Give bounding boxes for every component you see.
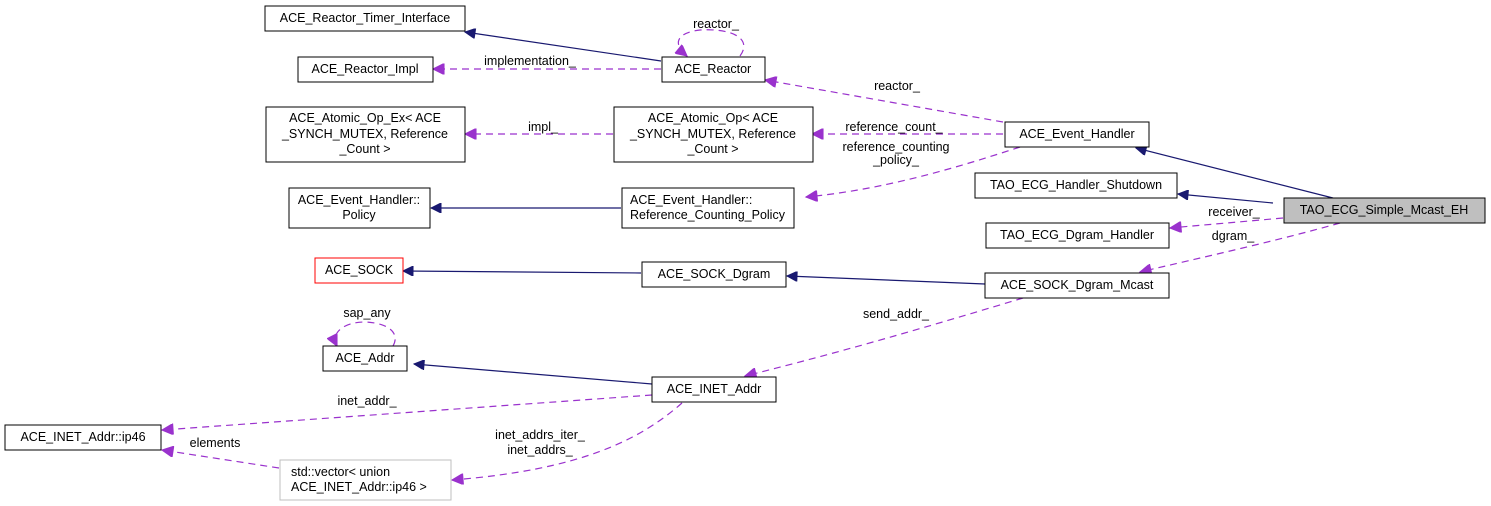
node-label: ACE_SOCK (325, 263, 394, 277)
edge-reactor-inherits-timer-interface (465, 32, 662, 62)
node-ace-atomic-op[interactable]: ACE_Atomic_Op< ACE _SYNCH_MUTEX, Referen… (613, 106, 814, 163)
edge-labels: reactor_ implementation_ reactor_ impl_ … (190, 17, 1261, 457)
edge-simple-mcast-receiver (1170, 217, 1284, 228)
node-ace-reactor[interactable]: ACE_Reactor (661, 56, 766, 83)
edge-dgram-mcast-inherits-sock-dgram (787, 276, 986, 285)
node-ace-atomic-op-ex[interactable]: ACE_Atomic_Op_Ex< ACE _SYNCH_MUTEX, Refe… (265, 106, 466, 163)
edge-inet-addr-vector (452, 402, 683, 480)
label-send-addr: send_addr_ (863, 307, 930, 321)
nodes: ACE_Reactor_Timer_Interface ACE_Reactor_… (4, 5, 1486, 501)
edge-sock-dgram-inherits-sock (403, 271, 642, 273)
node-label-line-1: std::vector< union (291, 465, 390, 479)
edge-addr-self (335, 321, 396, 346)
node-label-line-2: Reference_Counting_Policy (630, 208, 786, 222)
node-label-line-3: _Count > (686, 142, 738, 156)
edge-event-handler-reactor (765, 80, 1004, 123)
node-label: TAO_ECG_Handler_Shutdown (990, 178, 1162, 192)
node-ace-event-handler-policy[interactable]: ACE_Event_Handler:: Policy (288, 187, 431, 229)
edge-simple-mcast-inherits-event-handler (1136, 148, 1334, 199)
label-receiver: receiver_ (1208, 205, 1260, 219)
label-inet-addr: inet_addr_ (337, 394, 397, 408)
node-std-vector-ip46[interactable]: std::vector< union ACE_INET_Addr::ip46 > (279, 459, 452, 501)
label-reference-count: reference_count_ (845, 120, 943, 134)
node-label-line-1: ACE_Event_Handler:: (298, 193, 420, 207)
label-reference-counting-policy-1: reference_counting (842, 140, 949, 154)
node-label-line-1: ACE_Atomic_Op< ACE (648, 111, 778, 125)
node-label: ACE_Addr (335, 351, 394, 365)
edge-simple-mcast-inherits-shutdown (1178, 194, 1274, 204)
node-label-line-1: ACE_Event_Handler:: (630, 193, 752, 207)
edges (162, 29, 1341, 480)
node-label: ACE_Reactor_Timer_Interface (280, 11, 450, 25)
node-label: ACE_INET_Addr (667, 382, 761, 396)
label-reactor: reactor_ (874, 79, 921, 93)
label-dgram: dgram_ (1212, 229, 1255, 243)
node-label: ACE_Reactor_Impl (312, 62, 419, 76)
edge-dgram-mcast-send-addr (745, 297, 1024, 376)
node-label: ACE_INET_Addr::ip46 (20, 430, 145, 444)
node-ace-reactor-impl[interactable]: ACE_Reactor_Impl (297, 56, 434, 83)
node-label-line-1: ACE_Atomic_Op_Ex< ACE (289, 111, 441, 125)
node-ace-inet-addr[interactable]: ACE_INET_Addr (651, 376, 777, 403)
node-label: ACE_Reactor (675, 62, 751, 76)
node-tao-ecg-dgram-handler[interactable]: TAO_ECG_Dgram_Handler (985, 222, 1170, 249)
label-elements: elements (190, 436, 241, 450)
node-label: TAO_ECG_Dgram_Handler (1000, 228, 1154, 242)
node-label-line-2: _SYNCH_MUTEX, Reference (281, 127, 448, 141)
node-ace-reactor-timer-interface[interactable]: ACE_Reactor_Timer_Interface (264, 5, 466, 32)
edge-reactor-self (678, 29, 745, 56)
edge-inet-addr-ip46 (162, 394, 653, 430)
node-ace-addr[interactable]: ACE_Addr (322, 345, 408, 372)
node-ace-sock[interactable]: ACE_SOCK (314, 257, 404, 284)
node-ace-event-handler[interactable]: ACE_Event_Handler (1004, 121, 1150, 148)
node-ace-sock-dgram[interactable]: ACE_SOCK_Dgram (641, 261, 787, 288)
node-label-line-2: Policy (342, 208, 376, 222)
label-impl: impl_ (528, 120, 559, 134)
edge-inet-addr-inherits-addr (414, 364, 653, 385)
node-label-line-2: ACE_INET_Addr::ip46 > (291, 480, 427, 494)
label-implementation: implementation_ (484, 54, 577, 68)
node-label-line-3: _Count > (338, 142, 390, 156)
node-ace-inet-addr-ip46[interactable]: ACE_INET_Addr::ip46 (4, 424, 162, 451)
edge-event-handler-refpolicy (806, 146, 1021, 197)
label-reactor-self: reactor_ (693, 17, 740, 31)
node-label: ACE_SOCK_Dgram (658, 267, 771, 281)
node-label: TAO_ECG_Simple_Mcast_EH (1300, 203, 1469, 217)
node-label-line-2: _SYNCH_MUTEX, Reference (629, 127, 796, 141)
node-tao-ecg-handler-shutdown[interactable]: TAO_ECG_Handler_Shutdown (974, 172, 1178, 199)
node-ace-sock-dgram-mcast[interactable]: ACE_SOCK_Dgram_Mcast (984, 272, 1170, 299)
node-label: ACE_Event_Handler (1019, 127, 1134, 141)
edge-vector-ip46-elements (162, 450, 280, 469)
label-sap-any: sap_any (343, 306, 391, 320)
label-inet-addrs-2: inet_addrs_ (507, 443, 573, 457)
node-label: ACE_SOCK_Dgram_Mcast (1001, 278, 1154, 292)
edge-simple-mcast-dgram (1140, 222, 1341, 272)
label-inet-addrs-1: inet_addrs_iter_ (495, 428, 586, 442)
node-ace-reference-counting-policy[interactable]: ACE_Event_Handler:: Reference_Counting_P… (621, 187, 795, 229)
label-reference-counting-policy-2: _policy_ (872, 153, 920, 167)
node-tao-ecg-simple-mcast-eh[interactable]: TAO_ECG_Simple_Mcast_EH (1283, 197, 1486, 224)
